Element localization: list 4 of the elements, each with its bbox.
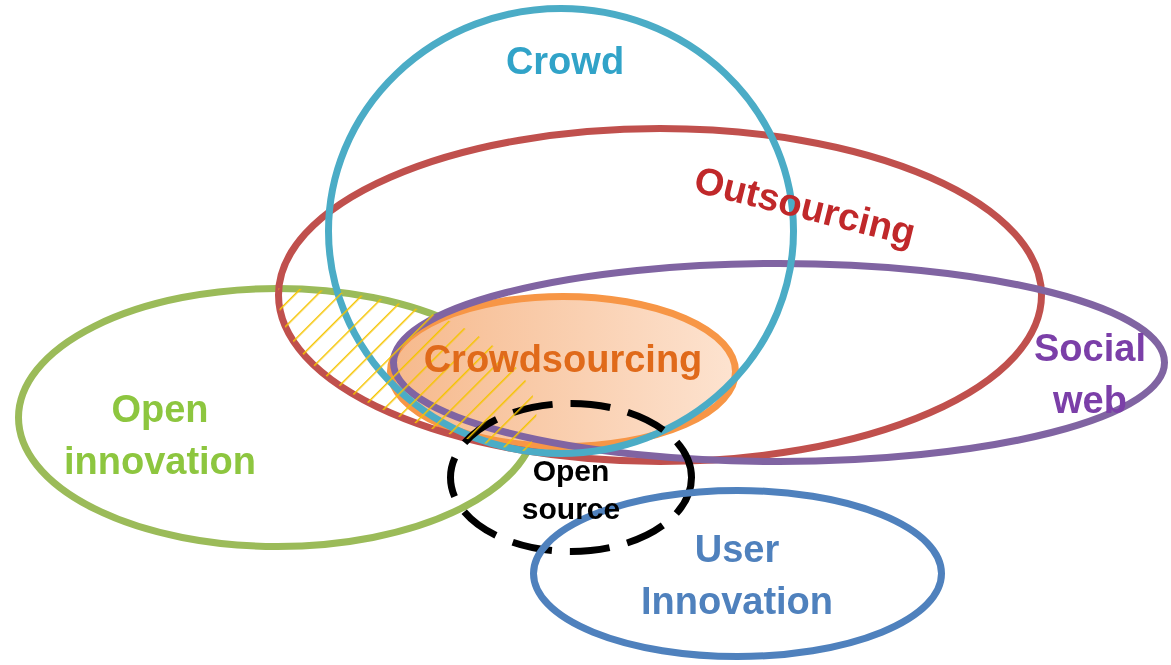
- set-label: User Innovation: [639, 527, 835, 624]
- set-label: Open innovation: [62, 387, 258, 484]
- set-label: Social web: [1033, 326, 1147, 423]
- set-label: Crowd: [504, 39, 626, 84]
